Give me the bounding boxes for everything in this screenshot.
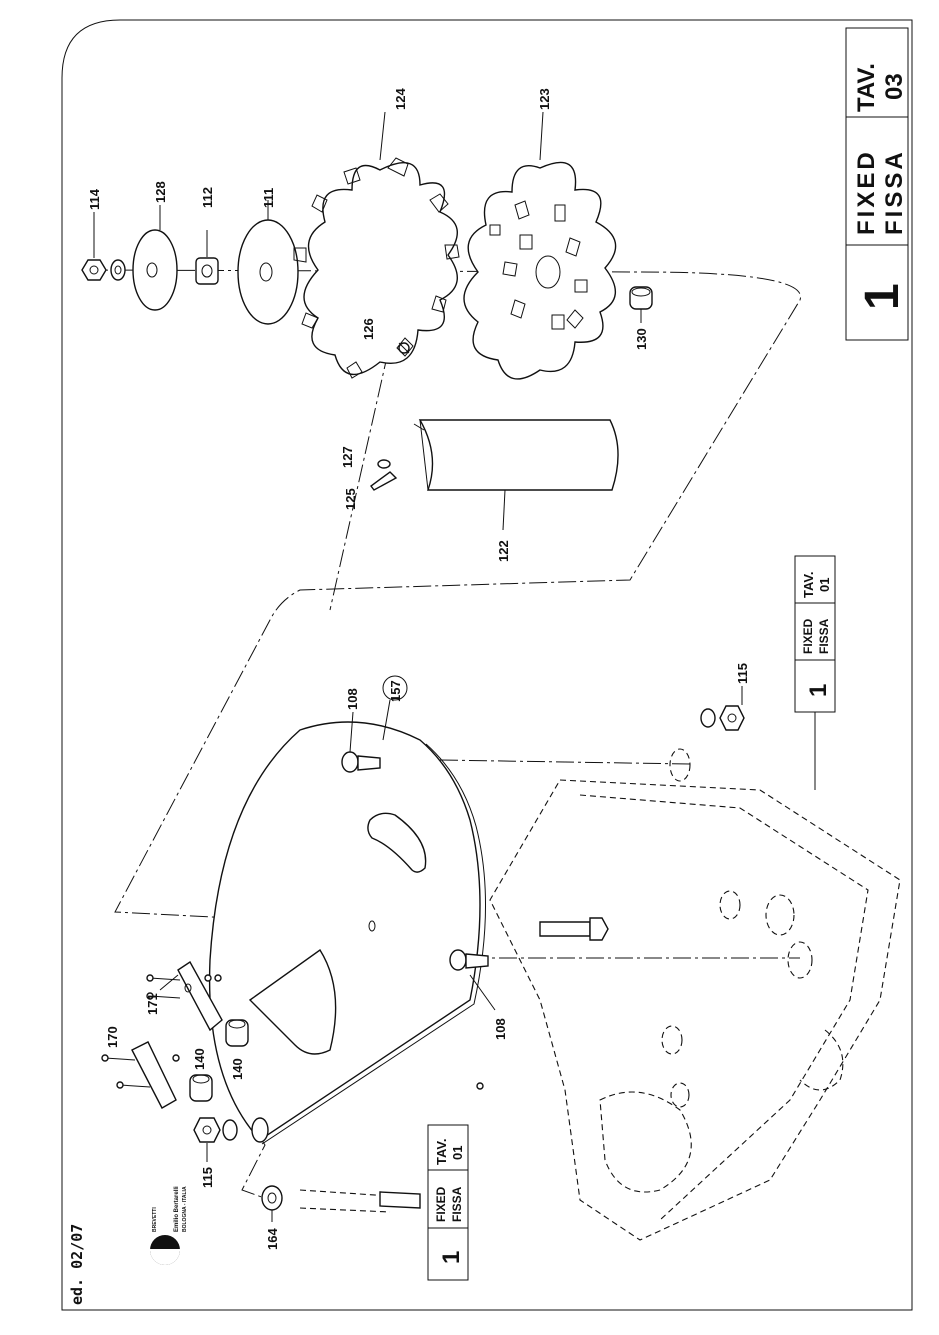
assembly-centerline-holes [439, 759, 800, 959]
part-115-nut-right [700, 686, 745, 731]
label-111: 111 [261, 188, 276, 208]
part-124-star-plate [293, 111, 460, 379]
label-130: 130 [634, 328, 649, 350]
part-128-disc [132, 205, 178, 311]
sheet-border [61, 19, 913, 1311]
label-171: 171 [145, 993, 160, 1015]
label-115-right: 115 [735, 663, 750, 684]
logo-line3: BOLOGNA - ITALIA [182, 1186, 188, 1232]
edition-label: ed. 02/07 [68, 1224, 86, 1305]
label-108-upper: 108 [345, 688, 360, 710]
title-name-en: FIXED [853, 149, 880, 235]
part-111-disc [237, 200, 299, 325]
logo-line2: Emilio Bertarelli [174, 1186, 180, 1232]
label-157: 157 [388, 680, 403, 702]
part-long-bolt [539, 917, 609, 941]
part-108-bolt-upper [341, 711, 381, 773]
label-125: 125 [343, 488, 358, 510]
part-130-bushing [629, 286, 653, 323]
logo-line1: BREVETTI [152, 1207, 158, 1232]
label-140-right: 140 [230, 1058, 245, 1080]
ref-tag-1-tav-label: TAV. [801, 572, 816, 599]
ref-tag-1-name-en: FIXED [801, 618, 815, 654]
part-164-bushing [261, 1185, 421, 1222]
part-115-nut-left [193, 1117, 269, 1162]
ref-tag-2-tav-number: 01 [450, 1146, 465, 1160]
title-number: 1 [856, 283, 909, 310]
part-114-nut [81, 212, 107, 281]
label-122: 122 [496, 540, 511, 562]
part-112-spacer [195, 230, 219, 285]
label-170: 170 [105, 1026, 120, 1048]
part-126-screw [398, 342, 410, 354]
ref-tag-2-number: 1 [438, 1251, 465, 1264]
ref-tag-1-name-it: FISSA [817, 618, 831, 654]
part-123-slotted-plate [463, 111, 617, 380]
part-125-screw [370, 471, 398, 491]
ref-tag-2-tav-label: TAV. [434, 1139, 449, 1166]
ref-tag-2: TAV. 01 FIXED FISSA 1 [427, 1124, 469, 1281]
label-126: 126 [361, 318, 376, 340]
title-name-it: FISSA [881, 149, 908, 235]
label-108-lower: 108 [493, 1018, 508, 1040]
part-122-blade [413, 419, 619, 531]
part-108-bolt-lower [449, 949, 496, 1011]
small-screws [101, 974, 484, 1090]
part-170-bracket [131, 1041, 177, 1109]
label-114: 114 [87, 188, 102, 210]
ref-tag-2-name-it: FISSA [450, 1186, 464, 1222]
label-127: 127 [340, 446, 355, 468]
manufacturer-logo: BREVETTI Emilio Bertarelli BOLOGNA - ITA… [150, 1186, 188, 1265]
title-tav-number: 03 [881, 73, 908, 100]
assembly-centerline-top [89, 269, 802, 926]
title-block: TAV. 03 FIXED FISSA 1 [845, 27, 909, 341]
part-157-guard [208, 675, 486, 1145]
part-127-washer [377, 459, 391, 469]
part-140-spacer-lower [189, 1074, 213, 1102]
label-128: 128 [153, 181, 168, 203]
label-124: 124 [393, 88, 408, 110]
label-123: 123 [537, 88, 552, 110]
part-171-bracket [159, 960, 223, 1032]
label-112: 112 [200, 187, 215, 208]
title-tav-label: TAV. [853, 63, 880, 112]
ref-tag-1-tav-number: 01 [817, 578, 832, 592]
part-washer [110, 259, 126, 281]
ref-tag-2-name-en: FIXED [434, 1186, 448, 1222]
ref-tag-1: TAV. 01 FIXED FISSA 1 [794, 555, 836, 790]
gearbox-housing-outline [489, 748, 901, 1241]
label-164: 164 [265, 1228, 280, 1250]
ref-tag-1-number: 1 [805, 684, 832, 697]
label-140-left: 140 [192, 1048, 207, 1070]
part-140-spacer-upper [225, 1019, 249, 1047]
label-115-left: 115 [200, 1167, 215, 1188]
